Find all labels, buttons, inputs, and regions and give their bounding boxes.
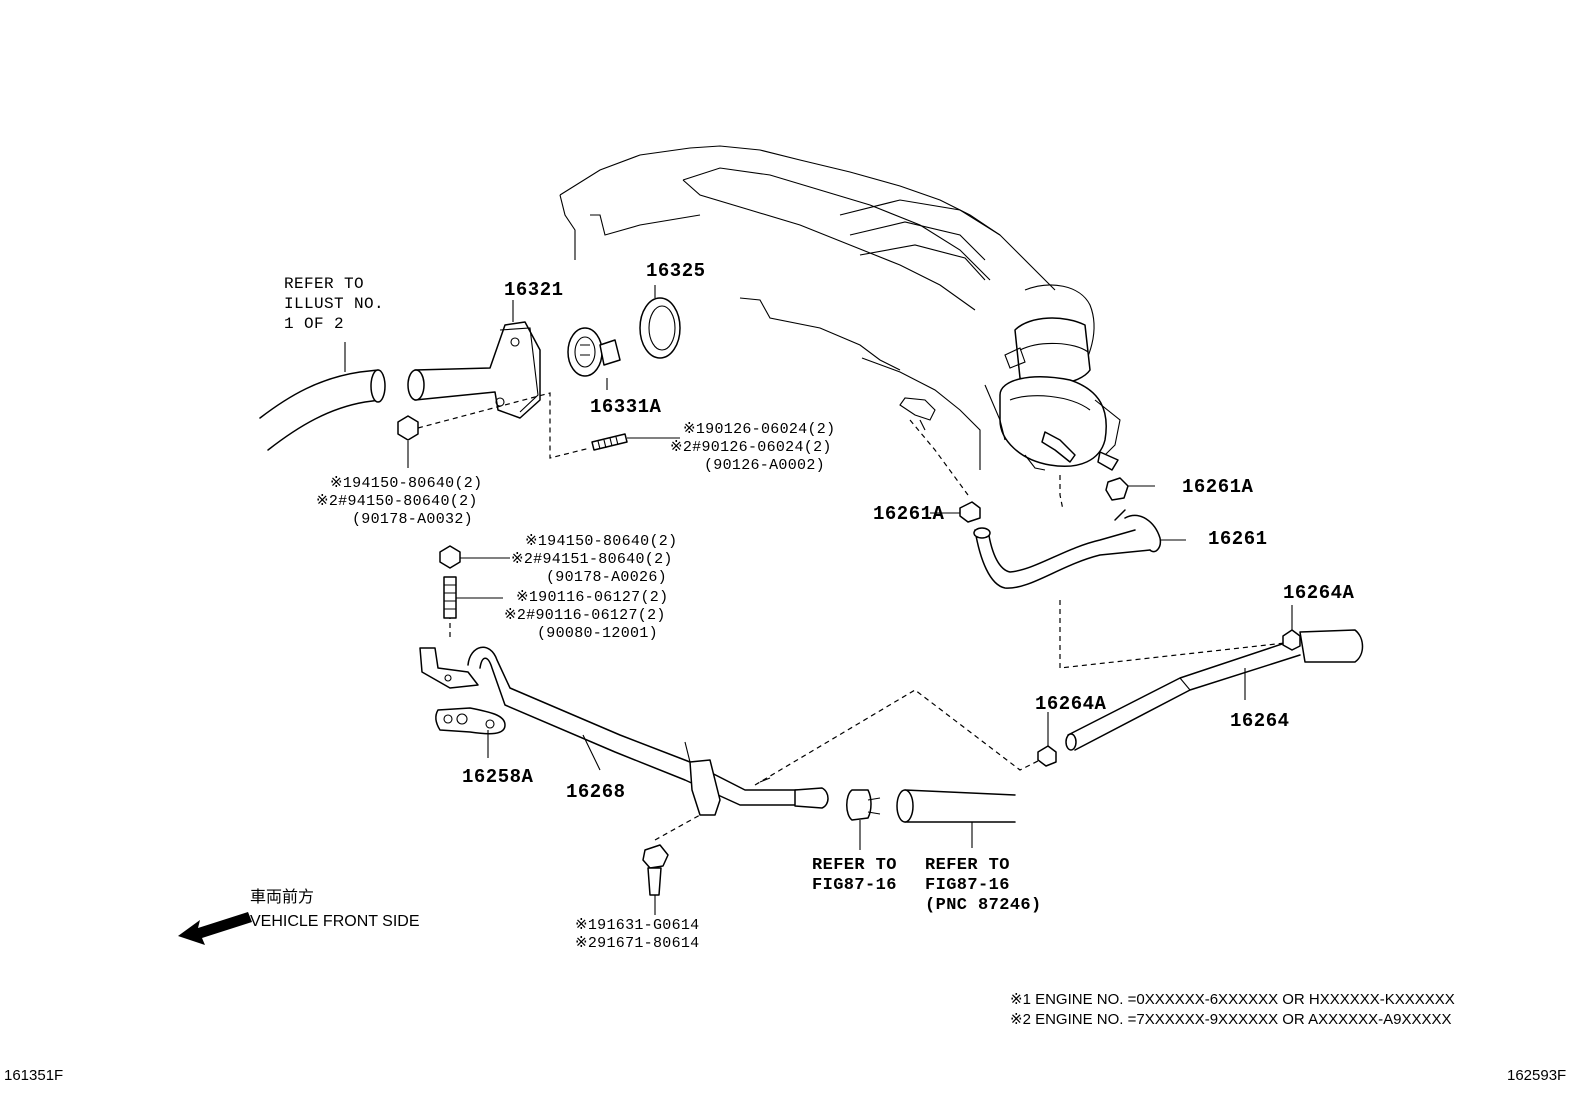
nut-upper [397,415,419,468]
nut-left-line-1[interactable]: ※194150-80640(2) [330,475,483,492]
engine-note-1: ※1 ENGINE NO. =0XXXXXX-6XXXXXX OR HXXXXX… [1010,991,1455,1008]
refer-illust-line-2: ILLUST NO. [284,295,385,313]
part-number-16264A-top[interactable]: 16264A [1283,582,1355,604]
nut-mid-line-3[interactable]: (90178-A0026) [546,569,667,586]
stud-top-line-2[interactable]: ※2#90126-06024(2) [670,439,832,456]
nut-left-line-3[interactable]: (90178-A0032) [352,511,473,528]
vehicle-front-arrow-icon [178,912,252,945]
throttle-body [984,284,1121,471]
stud-mid [443,576,503,619]
thermostat-16331A [567,327,621,390]
bolt-bottom [642,844,669,915]
refer-illust-line-3: 1 OF 2 [284,315,345,333]
clamp-16264A-mid [1037,712,1057,767]
part-number-16321[interactable]: 16321 [504,279,564,301]
bolt-bottom-line-2[interactable]: ※291671-80614 [575,935,700,952]
part-number-16258A[interactable]: 16258A [462,766,534,788]
stud-mid-line-2[interactable]: ※2#90116-06127(2) [504,607,666,624]
part-number-16331A[interactable]: 16331A [590,396,662,418]
part-number-16268[interactable]: 16268 [566,781,626,803]
refer-fig-b-line-3: (PNC 87246) [925,896,1042,915]
part-number-16261A-left[interactable]: 16261A [873,503,945,525]
refer-fig-b-line-2: FIG87-16 [925,876,1010,895]
clamp-16264A-top [1282,605,1301,651]
footer-right-code: 162593F [1507,1067,1567,1084]
stud-top-line-3[interactable]: (90126-A0002) [704,457,825,474]
engine-note-2: ※2 ENGINE NO. =7XXXXXX-9XXXXXX OR AXXXXX… [1010,1011,1452,1028]
clamp-16261A-right [1105,477,1155,501]
refer-fig-a-line-1: REFER TO [812,856,897,875]
part-number-16261A-right[interactable]: 16261A [1182,476,1254,498]
part-number-16261[interactable]: 16261 [1208,528,1268,550]
refer-fig-a-line-2: FIG87-16 [812,876,897,895]
part-number-16264A-mid[interactable]: 16264A [1035,693,1107,715]
clamp-16261A-left [930,501,981,523]
nut-mid-line-1[interactable]: ※194150-80640(2) [525,533,678,550]
pipe-16268 [419,646,829,816]
stud-mid-line-1[interactable]: ※190116-06127(2) [516,589,669,606]
refer-fig-b-line-1: REFER TO [925,856,1010,875]
stud-mid-line-3[interactable]: (90080-12001) [537,625,658,642]
gasket-16258A [435,707,506,758]
direction-en: VEHICLE FRONT SIDE [250,913,420,930]
hose-16264 [1065,629,1364,751]
engine-block-outline [559,145,1056,470]
bolt-bottom-line-1[interactable]: ※191631-G0614 [575,917,700,934]
stud-upper [591,433,680,451]
nut-mid [439,545,510,569]
direction-jp: 車両前方 [250,889,315,906]
stud-top-line-1[interactable]: ※190126-06024(2) [683,421,836,438]
hose-refer-illust [259,342,386,451]
water-outlet-16321 [407,300,541,419]
hose-16261 [973,509,1186,589]
refer-illust-line-1: REFER TO [284,275,365,293]
part-number-16325[interactable]: 16325 [646,260,706,282]
nut-left-line-2[interactable]: ※2#94150-80640(2) [316,493,478,510]
nut-mid-line-2[interactable]: ※2#94151-80640(2) [511,551,673,568]
clamp-refer [846,789,881,850]
footer-left-code: 161351F [4,1067,64,1084]
gasket-16325 [639,285,681,359]
hose-refer-fig [896,789,1016,848]
part-number-16264[interactable]: 16264 [1230,710,1290,732]
